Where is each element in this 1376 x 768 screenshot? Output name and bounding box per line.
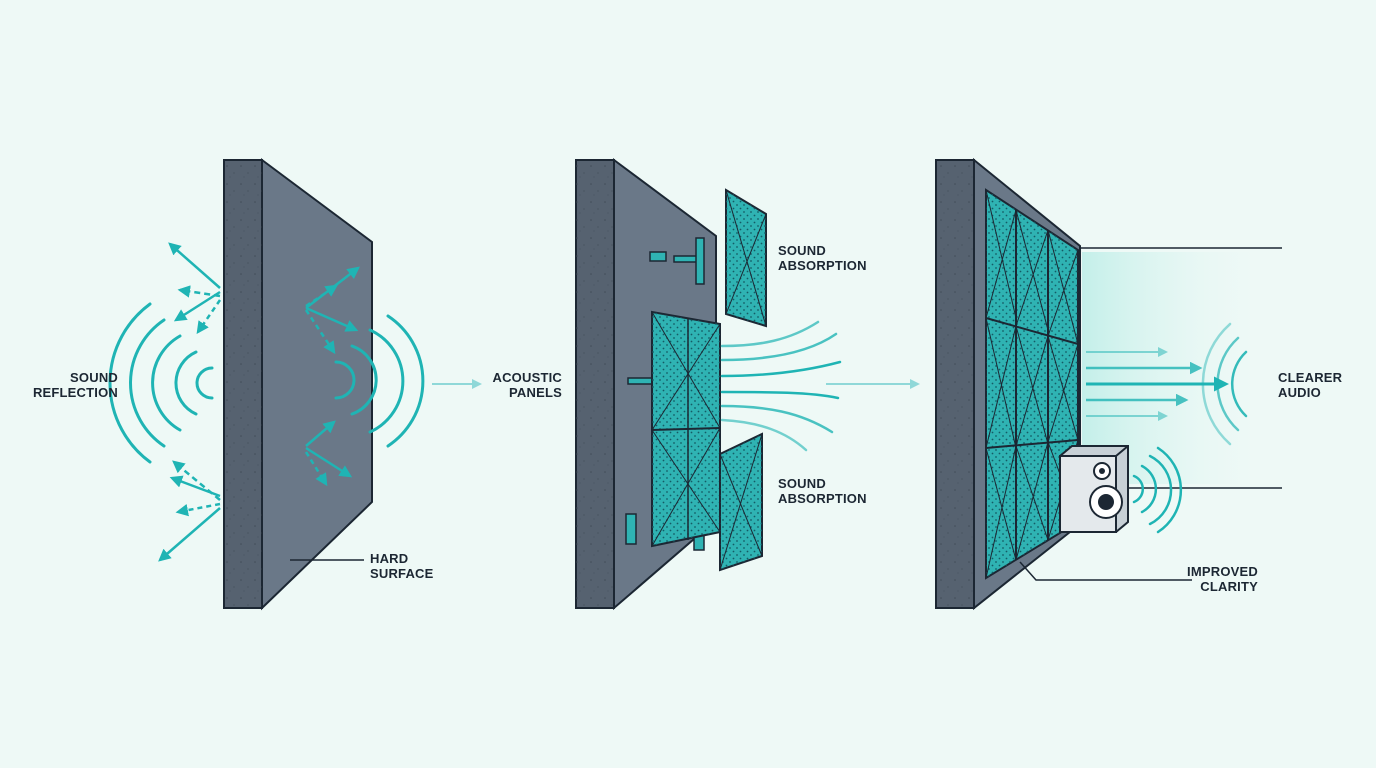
- absorbed-sound-lines: [720, 320, 842, 452]
- label-sound-absorption-top: SOUND ABSORPTION: [778, 243, 867, 273]
- clear-audio-waves: [1201, 322, 1248, 446]
- panel-floating-bottom: [719, 432, 763, 572]
- label-acoustic-panels: ACOUSTIC PANELS: [492, 370, 562, 400]
- speaker-waves: [1132, 446, 1183, 534]
- label-sound-reflection: SOUND REFLECTION: [32, 370, 118, 400]
- panel-floating-top: [725, 188, 767, 328]
- clear-sound-arrows: [1086, 347, 1229, 421]
- reflection-rays: [158, 242, 360, 562]
- label-hard-surface: HARD SURFACE: [370, 551, 434, 581]
- label-sound-absorption-bottom: SOUND ABSORPTION: [778, 476, 867, 506]
- reflecting-wall-icon: [223, 158, 373, 611]
- wall-side: [261, 158, 373, 611]
- speaker-icon: [1059, 445, 1129, 533]
- improved-clarity-leader: [1019, 561, 1192, 581]
- label-improved-clarity: IMPROVED CLARITY: [1187, 564, 1258, 594]
- panel-middle: [651, 310, 721, 548]
- reflection-waves-right: [334, 314, 425, 448]
- panel-grid: [985, 188, 1079, 580]
- treated-wall-icon: [935, 157, 1081, 611]
- exploded-panels-icon: [575, 158, 767, 611]
- reflection-waves-left: [108, 302, 214, 464]
- label-clearer-audio: CLEARER AUDIO: [1278, 370, 1343, 400]
